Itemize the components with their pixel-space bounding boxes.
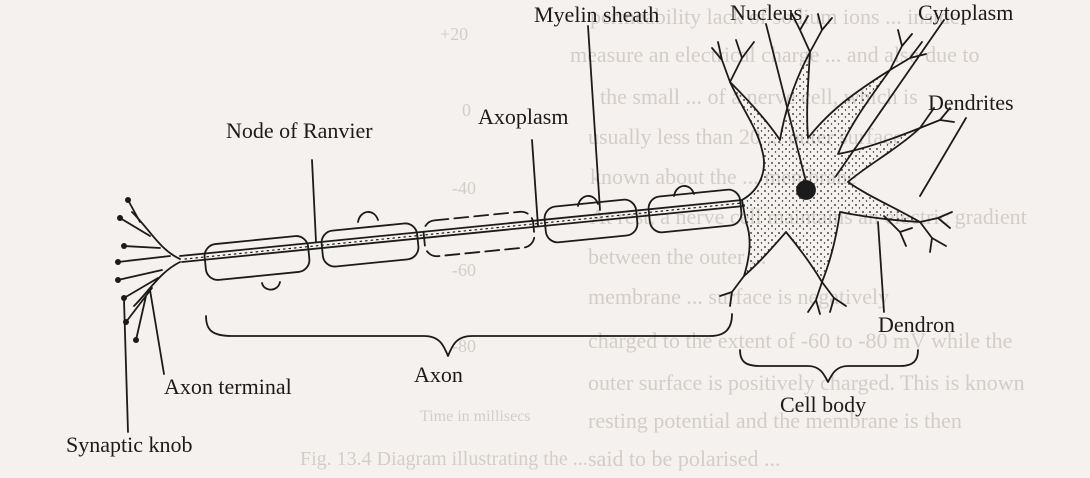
- axon-terminal-label: Axon terminal: [164, 374, 292, 400]
- leader-myelin-sheath: [588, 26, 600, 210]
- synaptic-knobs: [115, 197, 139, 343]
- cell-body-label: Cell body: [780, 392, 866, 418]
- axon-line: [180, 200, 742, 256]
- myelin-sheath-segments: [203, 189, 742, 282]
- leader-dendron: [878, 222, 884, 312]
- dendron-label: Dendron: [878, 312, 955, 338]
- schwann-nucleus: [358, 212, 378, 222]
- axon-brace: [206, 314, 732, 356]
- synaptic-knob-label: Synaptic knob: [66, 432, 193, 458]
- axoplasm-label: Axoplasm: [478, 104, 568, 130]
- leader-dendrites: [920, 118, 966, 196]
- leader-axoplasm: [532, 140, 538, 226]
- cell-body-shape: [730, 52, 920, 282]
- nucleus-shape: [797, 181, 815, 199]
- schwann-nucleus: [262, 282, 280, 290]
- axon-terminal-branches: [118, 200, 180, 340]
- myelin-sheath-label: Myelin sheath: [534, 2, 659, 28]
- cell-body-brace: [740, 350, 918, 382]
- leader-node-of-ranvier: [312, 160, 316, 242]
- node-of-ranvier-label: Node of Ranvier: [226, 118, 373, 144]
- dendrites-label: Dendrites: [928, 90, 1014, 116]
- leader-axon-terminal: [150, 290, 164, 374]
- axon-label: Axon: [414, 362, 463, 388]
- cytoplasm-label: Cytoplasm: [918, 0, 1013, 26]
- nucleus-label: Nucleus: [730, 0, 802, 26]
